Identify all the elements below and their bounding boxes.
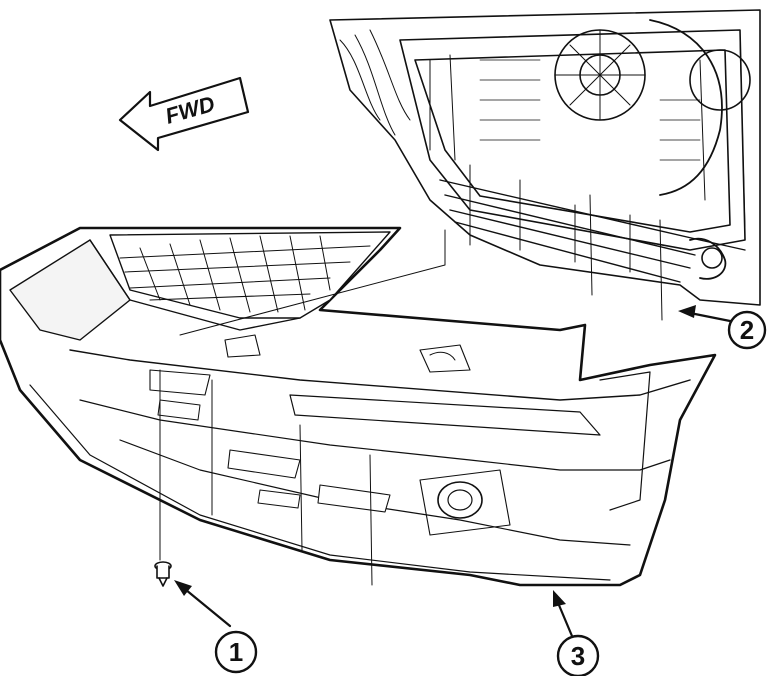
- fastener-screw: [154, 561, 172, 587]
- forward-direction-arrow: FWD: [118, 76, 250, 152]
- callout-3: 3: [553, 590, 600, 676]
- front-end-structure: [329, 9, 761, 306]
- callout-3-label: 3: [571, 641, 585, 671]
- callout-1: 1: [174, 580, 258, 674]
- callout-2-label: 2: [740, 315, 754, 345]
- front-bumper-fascia: [0, 226, 717, 587]
- callout-1-label: 1: [229, 637, 243, 667]
- alignment-lines: [159, 164, 663, 586]
- callout-2: 2: [678, 305, 767, 350]
